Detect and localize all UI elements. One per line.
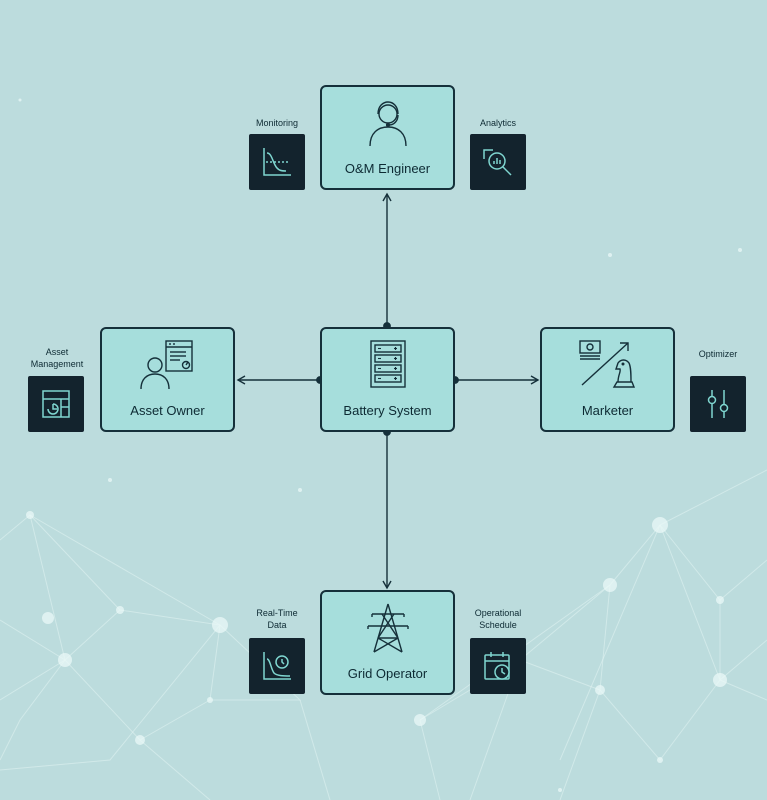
optimizer-sliders-icon bbox=[707, 390, 729, 418]
node-battery-system[interactable]: Battery System bbox=[320, 327, 455, 432]
tool-label-optimizer: Optimizer bbox=[698, 349, 738, 359]
tool-label-asset-management: Asset Management bbox=[30, 347, 84, 369]
tool-asset-management[interactable] bbox=[28, 376, 84, 432]
tool-monitoring[interactable] bbox=[249, 134, 305, 190]
node-label: Grid Operator bbox=[347, 666, 428, 681]
battery-rack-icon bbox=[369, 340, 406, 388]
node-grid-operator[interactable]: Grid Operator bbox=[320, 590, 455, 695]
node-label: Asset Owner bbox=[130, 403, 205, 418]
asset-management-dashboard-icon bbox=[42, 390, 70, 418]
tool-realtime-data[interactable] bbox=[249, 638, 305, 694]
tool-label-analytics: Analytics bbox=[479, 118, 516, 128]
marketer-money-chess-icon bbox=[578, 340, 635, 388]
tool-analytics[interactable] bbox=[470, 134, 526, 190]
node-asset-owner[interactable]: Asset Owner bbox=[100, 327, 235, 432]
tool-label-monitoring: Monitoring bbox=[255, 118, 299, 128]
tool-operational-schedule[interactable] bbox=[470, 638, 526, 694]
node-marketer[interactable]: Marketer bbox=[540, 327, 675, 432]
node-label: Battery System bbox=[343, 403, 432, 418]
analytics-magnifier-icon bbox=[483, 149, 512, 176]
node-label: Marketer bbox=[581, 403, 634, 418]
asset-owner-person-document-icon bbox=[139, 340, 193, 390]
engineer-headset-icon bbox=[368, 101, 407, 147]
node-label: O&M Engineer bbox=[344, 161, 431, 176]
tool-label-operational-schedule: Operational Schedule bbox=[474, 608, 522, 630]
node-om-engineer[interactable]: O&M Engineer bbox=[320, 85, 455, 190]
tool-optimizer[interactable] bbox=[690, 376, 746, 432]
tool-label-realtime-data: Real-Time Data bbox=[256, 608, 298, 630]
transmission-tower-icon bbox=[366, 603, 409, 653]
realtime-chart-clock-icon bbox=[263, 652, 291, 680]
schedule-calendar-clock-icon bbox=[484, 652, 510, 680]
monitoring-chart-icon bbox=[263, 148, 291, 176]
